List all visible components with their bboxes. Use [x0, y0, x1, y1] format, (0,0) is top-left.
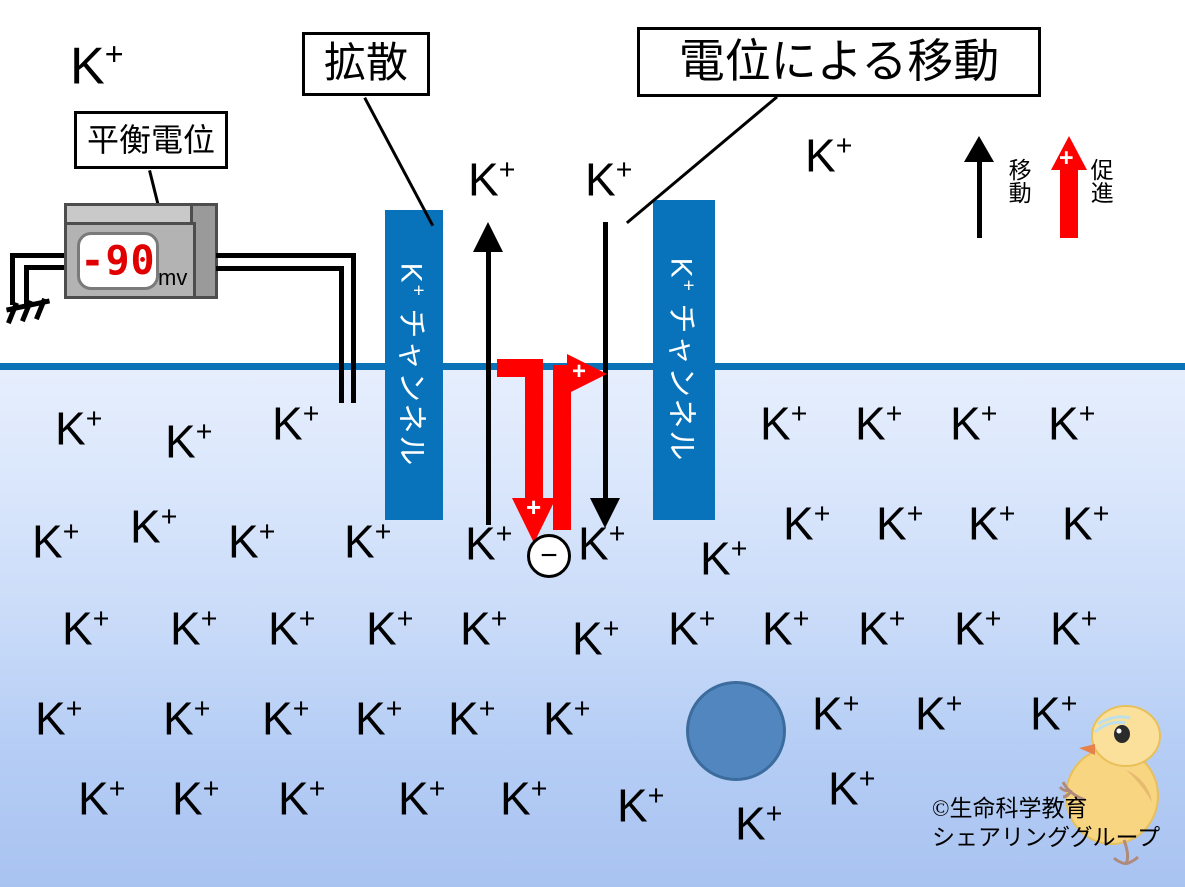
ion-label-k-intracellular-17: K+	[1062, 497, 1110, 550]
red-outward-plus-badge: +	[572, 358, 587, 385]
ion-label-k-intracellular-38: K+	[78, 772, 126, 825]
legend-movement-arrow-head-icon	[964, 136, 994, 162]
ion-label-k-intracellular-7: K+	[32, 515, 80, 568]
ion-label-k-intracellular-11: K+	[465, 517, 513, 570]
ion-label-k-intracellular-25: K+	[762, 602, 810, 655]
ion-label-k-intracellular-15: K+	[876, 497, 924, 550]
ion-label-k-intracellular-33: K+	[448, 692, 496, 745]
callout-diffusion: 拡散	[302, 32, 430, 96]
legend-movement-arrow-shaft	[977, 160, 982, 238]
chick-mascot-illustration	[1058, 705, 1161, 865]
ion-label-k-intracellular-43: K+	[617, 779, 665, 832]
callout-equilibrium-potential-label: 平衡電位	[86, 122, 215, 158]
ion-label-k-intracellular-36: K+	[915, 687, 963, 740]
meter-unit-label: mv	[158, 265, 188, 290]
ground-wire-vertical-outer	[10, 253, 15, 305]
ion-label-k-intracellular-30: K+	[163, 692, 211, 745]
callout-electrical-label: 電位による移動	[678, 36, 1000, 87]
ion-label-k-intracellular-31: K+	[262, 692, 310, 745]
ion-label-k-intracellular-10: K+	[344, 515, 392, 568]
potassium-channel-left[interactable]: K+ チャンネル	[385, 210, 443, 520]
ion-label-k-intracellular-34: K+	[543, 692, 591, 745]
ion-label-k-intracellular-28: K+	[1050, 602, 1098, 655]
ion-label-k-intracellular-27: K+	[954, 602, 1002, 655]
ion-label-k-intracellular-0: K+	[55, 402, 103, 455]
callout-equilibrium-potential: 平衡電位	[74, 111, 228, 169]
ion-label-k-intracellular-1: K+	[165, 415, 213, 468]
ion-label-k-intracellular-37: K+	[1030, 687, 1078, 740]
ion-label-k-intracellular-4: K+	[855, 397, 903, 450]
ion-label-k-intracellular-16: K+	[968, 497, 1016, 550]
callout-diffusion-label: 拡散	[323, 41, 408, 87]
electrode-wire-horizontal-upper	[216, 253, 356, 258]
red-outward-arrow-vertical	[553, 365, 571, 530]
callout-electrical: 電位による移動	[637, 27, 1041, 97]
legend-promotion-arrow-shaft	[1060, 160, 1078, 238]
ion-label-k-intracellular-18: K+	[62, 602, 110, 655]
meter-value-readout: -90	[80, 238, 156, 284]
legend-promotion-plus-badge: +	[1059, 144, 1074, 172]
ion-label-k-intracellular-8: K+	[130, 500, 178, 553]
ion-label-k-intracellular-39: K+	[172, 772, 220, 825]
diffusion-arrow-shaft	[486, 250, 491, 525]
electrical-arrow-head-icon	[590, 498, 620, 528]
ion-label-k-intracellular-19: K+	[170, 602, 218, 655]
ion-label-k-extracellular-2: K+	[468, 153, 516, 206]
ion-label-k-intracellular-14: K+	[783, 497, 831, 550]
legend-promotion-text: 促進	[1087, 158, 1113, 204]
legend-promotion-arrow-head-icon	[1051, 136, 1087, 170]
diffusion-arrow-head-icon	[473, 222, 503, 252]
channel-right-label: K+ チャンネル	[664, 257, 699, 463]
ion-label-k-intracellular-42: K+	[500, 772, 548, 825]
credit-line-2: シェアリンググループ	[932, 825, 1161, 850]
credit-line-1: ©生命科学教育	[932, 796, 1088, 821]
red-inward-arrow-vertical	[525, 359, 543, 509]
meter-display-screen: -90	[77, 232, 159, 290]
ion-label-k-intracellular-24: K+	[668, 602, 716, 655]
red-inward-plus-badge: +	[526, 492, 542, 522]
ion-label-k-intracellular-9: K+	[228, 515, 276, 568]
ion-label-k-intracellular-45: K+	[828, 762, 876, 815]
ground-wire-horizontal-lower	[24, 265, 72, 270]
intracellular-region	[0, 370, 1185, 887]
ground-wire-vertical-inner	[24, 265, 29, 305]
cell-nucleus	[686, 681, 786, 781]
channel-left-label: K+ チャンネル	[394, 262, 429, 468]
negative-charge-marker: −	[527, 534, 571, 578]
legend-movement-label: 移動	[1004, 158, 1030, 209]
ion-label-k-intracellular-5: K+	[950, 397, 998, 450]
ion-label-k-intracellular-40: K+	[278, 772, 326, 825]
ion-label-k-intracellular-2: K+	[272, 397, 320, 450]
ground-wire-horizontal-upper	[10, 253, 72, 258]
red-outward-arrow-head-icon	[567, 354, 607, 394]
ion-label-k-intracellular-20: K+	[268, 602, 316, 655]
ion-label-k-intracellular-41: K+	[398, 772, 446, 825]
potassium-channel-right[interactable]: K+ チャンネル	[653, 200, 715, 520]
ion-label-k-intracellular-3: K+	[760, 397, 808, 450]
ion-label-k-extracellular-1: K+	[805, 129, 853, 182]
ion-label-k-intracellular-44: K+	[735, 797, 783, 850]
electrode-wire-horizontal-lower	[216, 266, 344, 271]
ion-label-k-intracellular-22: K+	[460, 602, 508, 655]
ion-label-k-intracellular-29: K+	[35, 692, 83, 745]
ion-label-k-intracellular-21: K+	[366, 602, 414, 655]
electrode-wire-vertical-inner	[339, 266, 344, 403]
ion-label-k-intracellular-23: K+	[572, 612, 620, 665]
legend-promotion-label: 促進	[1086, 158, 1112, 209]
ion-label-k-intracellular-35: K+	[812, 687, 860, 740]
ion-label-k-intracellular-6: K+	[1048, 397, 1096, 450]
ion-label-k-extracellular-0: K+	[70, 36, 124, 96]
ion-label-k-intracellular-13: K+	[700, 532, 748, 585]
electrode-wire-vertical-outer	[351, 253, 356, 403]
ion-label-k-extracellular-3: K+	[585, 153, 633, 206]
legend-movement-text: 移動	[1005, 158, 1031, 204]
ion-label-k-intracellular-32: K+	[355, 692, 403, 745]
ion-label-k-intracellular-26: K+	[858, 602, 906, 655]
